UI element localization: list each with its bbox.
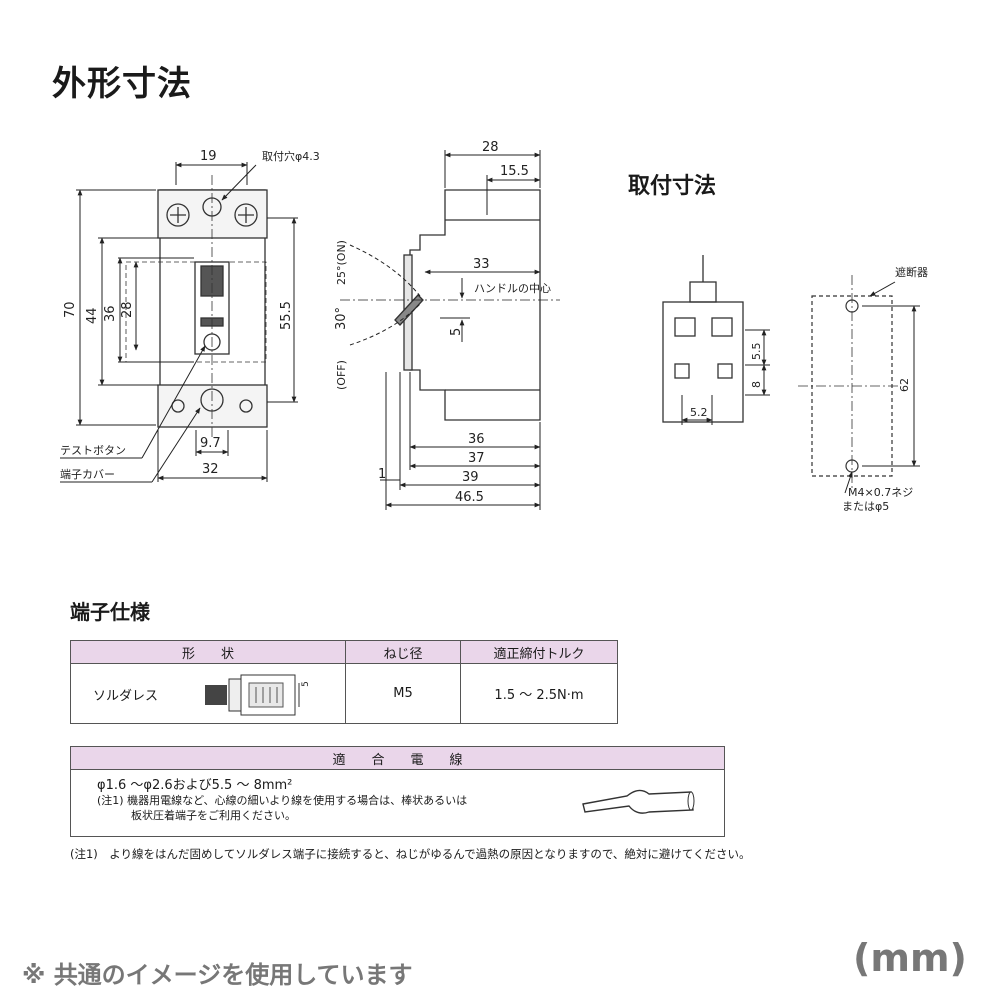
terminal-spec-table: 形 状 ねじ径 適正締付トルク ソルダレス 5 M5 1.5 ～ 2.5N·m: [70, 640, 618, 724]
dim-55-5: 55.5: [279, 301, 294, 330]
dim-28: 28: [120, 301, 135, 318]
dim-5-2: 5.2: [690, 406, 708, 419]
dim-44: 44: [85, 307, 100, 324]
mounting-hole-label: 取付穴φ4.3: [262, 149, 320, 163]
solderless-terminal-icon: [205, 674, 300, 715]
torque-cell: 1.5 ～ 2.5N·m: [460, 663, 618, 724]
footnote: (注1) より線をはんだ固めしてソルダレス端子に接続すると、ねじがゆるんで過熱の…: [70, 847, 751, 861]
applicable-wire-table: 適 合 電 線 φ1.6 ～φ2.6および5.5 ～ 8mm² (注1) 機器用…: [70, 746, 725, 837]
terminal-screw-icon: [166, 203, 190, 227]
dim-33: 33: [473, 257, 490, 272]
wire-spec-cell: φ1.6 ～φ2.6および5.5 ～ 8mm² (注1) 機器用電線など、心線の…: [70, 769, 725, 837]
unit-label: (mm): [853, 936, 967, 980]
wire-size-text: φ1.6 ～φ2.6および5.5 ～ 8mm²: [97, 778, 293, 793]
dim-32: 32: [202, 462, 219, 477]
handle-icon: [394, 294, 424, 326]
table-row: φ1.6 ～φ2.6および5.5 ～ 8mm² (注1) 機器用電線など、心線の…: [70, 769, 725, 837]
dim-36: 36: [103, 305, 118, 322]
dim-19: 19: [200, 149, 217, 164]
wire-table-header: 適 合 電 線: [70, 746, 725, 770]
angle-on-label: 25°(ON): [335, 240, 348, 285]
angle-off-degree: 30°: [334, 307, 349, 330]
th-shape: 形 状: [70, 640, 346, 664]
top-terminal-block: [157, 189, 268, 239]
front-view: [125, 175, 268, 440]
dim-5-5: 5.5: [750, 343, 763, 361]
wire-note-line1: (注1) 機器用電線など、心線の細いより線を使用する場合は、棒状あるいは: [97, 794, 468, 807]
terminal-screw-icon: [234, 203, 258, 227]
test-button-callout: テストボタン: [60, 444, 126, 457]
dim-39: 39: [462, 470, 479, 485]
shape-cell: ソルダレス 5: [70, 663, 346, 724]
common-image-note: ※ 共通のイメージを使用しています: [22, 961, 413, 989]
dim-37: 37: [468, 451, 485, 466]
dim-15-5: 15.5: [500, 164, 529, 179]
mount-handle: [689, 281, 717, 303]
screw-label: M4×0.7ネジ: [848, 486, 913, 499]
title-terminal-spec: 端子仕様: [70, 600, 150, 624]
bottom-terminal-block: [157, 384, 268, 428]
dim-9-7: 9.7: [200, 436, 221, 451]
mounting-plan-view: [798, 275, 900, 490]
shape-type: ソルダレス: [93, 688, 159, 704]
dimension-drawings: 19 取付穴φ4.3 70 44 36 28 55.5 9.7 32 テストボタ…: [60, 140, 928, 513]
breaker-label: 遮断器: [895, 265, 928, 279]
screw-alt-label: またはφ5: [842, 500, 889, 513]
wire-note-line2: 板状圧着端子をご利用ください。: [131, 809, 296, 822]
handle-center-label: ハンドルの中心: [474, 282, 551, 295]
crimp-terminal-icon: [582, 789, 695, 814]
dim-8: 8: [750, 381, 763, 388]
dim-36-depth: 36: [468, 432, 485, 447]
dim-28-depth: 28: [482, 140, 499, 155]
angle-off-label: (OFF): [335, 360, 348, 390]
terminal-cover-callout: 端子カバー: [60, 468, 115, 481]
terminal-table-header: 形 状 ねじ径 適正締付トルク: [70, 640, 618, 664]
dim-62: 62: [898, 378, 911, 392]
screw-size-cell: M5: [345, 663, 461, 724]
table-row: ソルダレス 5 M5 1.5 ～ 2.5N·m: [70, 663, 618, 724]
side-view: [394, 189, 541, 421]
th-screw: ねじ径: [345, 640, 461, 664]
dim-5: 5: [449, 328, 464, 336]
mounting-side-view: [662, 255, 744, 423]
shape-dim: 5: [300, 680, 311, 687]
dim-1: 1: [378, 467, 386, 482]
title-outline-dimensions: 外形寸法: [52, 64, 192, 104]
th-torque: 適正締付トルク: [460, 640, 618, 664]
title-mounting-dimensions: 取付寸法: [628, 174, 717, 199]
side-body: [409, 189, 541, 421]
dim-70: 70: [63, 301, 78, 318]
mounting-hole-icon: [845, 299, 859, 313]
dim-46-5: 46.5: [455, 490, 484, 505]
